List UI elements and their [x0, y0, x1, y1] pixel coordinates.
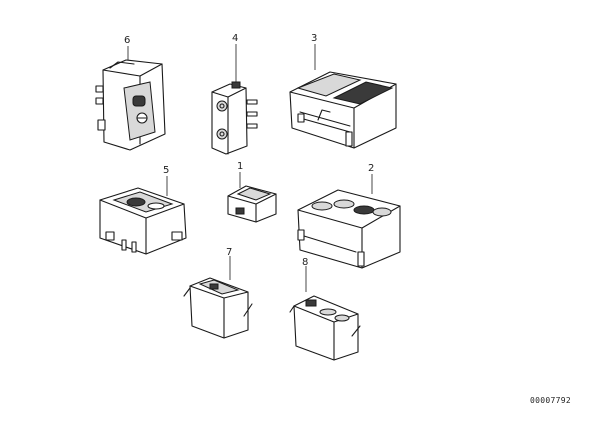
- part-6-switch: [95, 46, 166, 151]
- part-3-switch: [289, 44, 397, 149]
- callout-8: 8: [302, 257, 309, 268]
- part-2-switch: [297, 174, 401, 269]
- callout-5: 5: [163, 165, 170, 176]
- callout-3: 3: [311, 33, 318, 44]
- part-8-switch: [289, 266, 361, 361]
- part-7-switch: [183, 256, 253, 339]
- callout-4: 4: [232, 33, 239, 44]
- callout-2: 2: [368, 163, 375, 174]
- callout-7: 7: [226, 247, 233, 258]
- part-4-switch: [211, 44, 258, 155]
- part-1-switch: [227, 172, 277, 223]
- part-5-switch: [99, 176, 187, 255]
- document-number: 00007792: [530, 396, 571, 405]
- callout-6: 6: [124, 35, 131, 46]
- callout-1: 1: [237, 161, 244, 172]
